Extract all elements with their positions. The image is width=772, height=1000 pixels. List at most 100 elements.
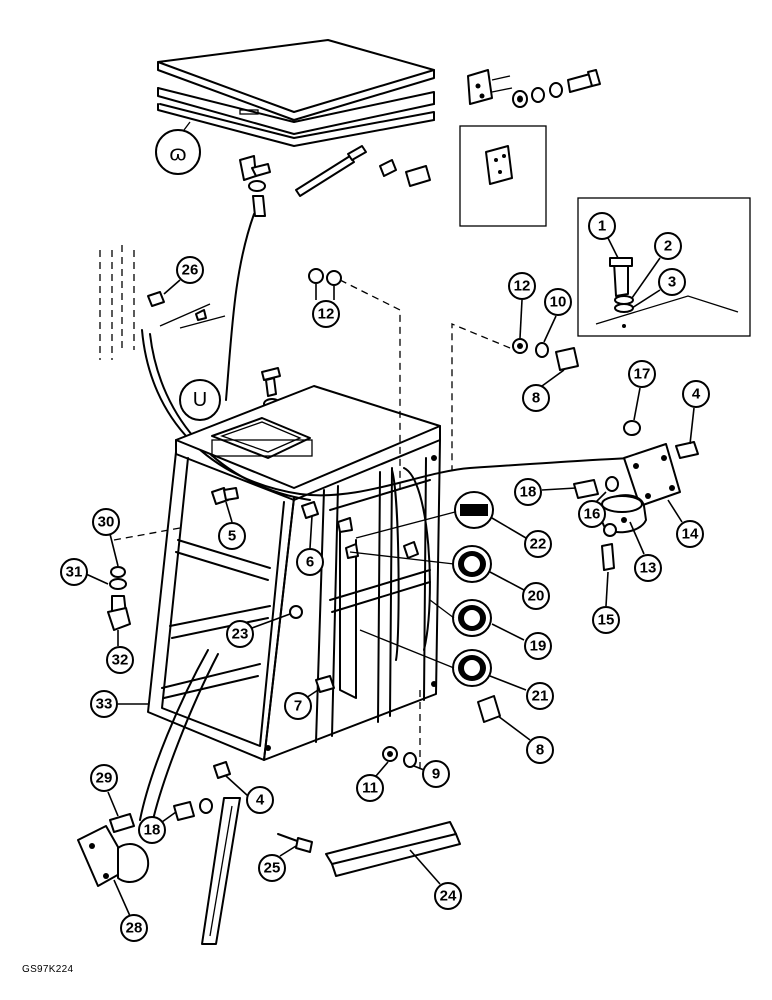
callout-33: 33 [90,690,148,718]
callout-21: 21 [489,675,554,710]
svg-text:6: 6 [306,554,314,571]
symbol-2-label: U [193,389,207,411]
callout-29: 29 [90,764,119,817]
callout-17: 17 [628,360,656,421]
svg-text:19: 19 [530,638,547,655]
door-seal-strip [201,797,241,945]
callout-10: 10 [543,288,572,343]
svg-text:18: 18 [520,484,537,501]
callout-4b: 4 [225,775,274,814]
hinge-detail-box [459,125,547,227]
trim-strip [325,821,461,877]
svg-text:33: 33 [96,696,113,713]
callout-13: 13 [629,521,662,582]
mirror-bracket [623,443,681,507]
svg-text:15: 15 [598,612,615,629]
grommet-21 [452,649,492,687]
svg-text:1: 1 [598,218,606,235]
callout-24: 24 [409,849,462,910]
callout-16: 16 [578,491,607,528]
callout-14: 14 [667,499,704,548]
gas-strut [295,145,431,197]
dashed-leaders [113,279,511,770]
svg-text:31: 31 [66,564,83,581]
svg-text:22: 22 [530,536,547,553]
callout-23: 23 [226,613,291,648]
svg-text:13: 13 [640,560,657,577]
callout-32: 32 [106,630,134,674]
callout-28: 28 [113,879,148,942]
callout-4a: 4 [682,380,710,445]
svg-text:4: 4 [692,386,701,403]
svg-text:21: 21 [532,688,549,705]
svg-text:26: 26 [182,262,199,279]
callout-25: 25 [258,845,297,882]
roof-hinge [467,69,513,105]
callout-5: 5 [218,501,246,550]
phantom-lines-left [99,245,226,360]
svg-text:28: 28 [126,920,143,937]
svg-text:14: 14 [682,526,699,543]
callout-2: 2 [631,232,682,299]
callout-8a: 8 [522,369,565,412]
grommet-19 [452,599,492,637]
svg-text:8: 8 [536,742,544,759]
callout-9: 9 [413,760,450,788]
drawing-code: GS97K224 [22,964,74,975]
svg-text:9: 9 [432,766,440,783]
svg-text:10: 10 [550,294,567,311]
plug-22 [454,491,494,529]
roof-hinge-fasteners [512,69,601,108]
grommet-20 [452,545,492,583]
callout-1: 1 [588,212,619,259]
callout-11: 11 [356,761,389,802]
symbol-circle-1: ɷ [155,121,201,175]
svg-text:17: 17 [634,366,651,383]
callout-19: 19 [491,623,552,660]
svg-text:7: 7 [294,698,302,715]
svg-text:2: 2 [664,238,672,255]
symbol-circle-2: U [179,379,221,421]
roof-panel-bottom [157,103,435,147]
cab-fasteners [211,487,501,779]
svg-text:23: 23 [232,626,249,643]
svg-text:4: 4 [256,792,265,809]
callout-30: 30 [92,508,120,567]
svg-text:5: 5 [228,528,236,545]
svg-text:29: 29 [96,770,113,787]
svg-text:32: 32 [112,652,129,669]
callout-12a: 12 [312,284,340,328]
svg-text:12: 12 [318,306,335,323]
grommet-leaders [349,511,456,669]
lower-hinge-fasteners [109,798,213,833]
callout-26: 26 [163,256,204,295]
svg-text:30: 30 [98,514,115,531]
cab-frame [147,439,441,761]
callout-20: 20 [489,571,550,610]
cab-roof [175,385,441,501]
mirror-fasteners [573,420,699,571]
bolt-detail-box [577,197,751,337]
symbol-1-label: ɷ [169,141,186,166]
callout-7: 7 [284,689,319,720]
lower-hinge-plate [77,825,150,887]
svg-text:16: 16 [584,506,601,523]
svg-text:18: 18 [144,822,161,839]
callout-12b: 12 [508,272,536,339]
callout-31: 31 [60,558,109,586]
callout-6: 6 [296,515,324,576]
retaining-pin [277,833,313,853]
callout-8b: 8 [497,715,554,764]
callout-18a: 18 [514,478,577,506]
mirror-mount [597,494,647,534]
strut-bracket [239,155,271,217]
svg-text:25: 25 [264,860,281,877]
roof-panel-middle [157,87,435,135]
svg-text:12: 12 [514,278,531,295]
right-upper-fasteners [308,268,579,371]
svg-text:24: 24 [440,888,457,905]
roof-panel-top [157,39,435,121]
svg-text:20: 20 [528,588,545,605]
svg-text:3: 3 [668,274,676,291]
